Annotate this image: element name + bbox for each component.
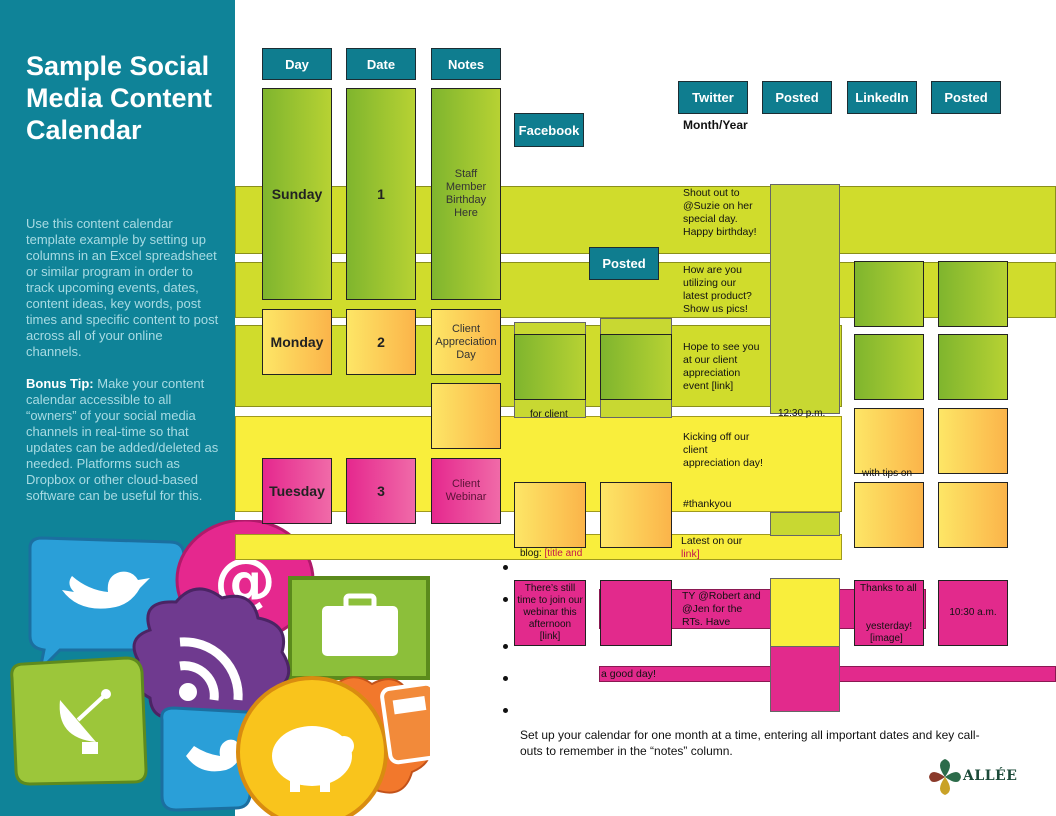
twitter-post-6: TY @Robert and @Jen for the RTs. Have — [682, 590, 761, 628]
day-tuesday: Tuesday — [262, 458, 332, 524]
bullet — [503, 676, 508, 681]
calculator-phone-icon — [380, 681, 430, 765]
twitter-post-4-tag: #thankyou — [683, 498, 732, 510]
facebook-posted-cell-1 — [600, 334, 672, 400]
linkedin-post-2-end: yesterday! — [866, 621, 913, 632]
twitter-posted-column-top — [770, 184, 840, 414]
header-notes: Notes — [431, 48, 501, 80]
bonus-tip-label: Bonus Tip: — [26, 376, 94, 391]
bullet — [503, 644, 508, 649]
twitter-post-5-link[interactable]: link] — [681, 548, 700, 560]
twitter-post-2: How are you utilizing our latest product… — [683, 264, 752, 315]
facebook-post-2: blog: [title and — [520, 548, 582, 560]
bullet — [503, 708, 508, 713]
intro-paragraph: Use this content calendar template examp… — [26, 216, 219, 359]
facebook-cell-3: There’s still time to join our webinar t… — [514, 580, 586, 646]
day-monday: Monday — [262, 309, 332, 375]
header-linkedin: LinkedIn — [847, 81, 917, 114]
twitter-post-6-end: a good day! — [601, 668, 656, 680]
piggy-bank-icon — [236, 676, 388, 816]
month-year-label: Month/Year — [683, 118, 748, 132]
satellite-dish-icon — [10, 656, 148, 786]
linkedin-cell-4 — [854, 482, 924, 548]
header-posted-linkedin: Posted — [931, 81, 1001, 114]
twitter-post-5: Latest on our — [681, 535, 743, 547]
date-3: 3 — [346, 458, 416, 524]
twitter-posted-column-mid — [770, 512, 840, 536]
twitter-post-1: Shout out to @Suzie on her special day. … — [683, 187, 757, 238]
linkedin-cell-2 — [854, 334, 924, 400]
facebook-post-3: There’s still time to join our webinar t… — [517, 583, 583, 630]
facebook-post-2-prefix: blog: — [520, 548, 545, 559]
bonus-tip-paragraph: Bonus Tip: Make your content calendar ac… — [26, 376, 220, 504]
social-icons-collage: @ — [10, 520, 430, 816]
linkedin-posted-cell-4 — [938, 482, 1008, 548]
page-title: Sample Social Media Content Calendar — [26, 51, 212, 145]
header-day: Day — [262, 48, 332, 80]
twitter-posted-column-pink — [770, 646, 840, 712]
note-client-webinar: Client Webinar — [431, 458, 501, 524]
header-posted-twitter: Posted — [762, 81, 832, 114]
note-client-appreciation: Client Appreciation Day — [431, 309, 501, 375]
linkedin-cell-5 — [854, 580, 924, 646]
linkedin-cell-3 — [854, 408, 924, 474]
briefcase-icon — [288, 576, 430, 680]
twitter-posted-column-yellow — [770, 578, 840, 648]
facebook-cell-2 — [514, 482, 586, 548]
linkedin-posted-cell-1 — [938, 261, 1008, 327]
header-date: Date — [346, 48, 416, 80]
facebook-post-1: for client — [530, 409, 568, 420]
note-birthday: Staff Member Birthday Here — [431, 88, 501, 300]
facebook-post-3-link[interactable]: [link] — [539, 631, 561, 642]
twitter-post-3: Hope to see you at our client appreciati… — [683, 341, 760, 392]
linkedin-post-2: Thanks to all — [860, 583, 917, 594]
twitter-post-4: Kicking off our client appreciation day! — [683, 431, 763, 469]
day-sunday: Sunday — [262, 88, 332, 300]
bullet — [503, 597, 508, 602]
facebook-posted-cell-3 — [600, 580, 672, 646]
bullet — [503, 565, 508, 570]
footer-instructions: Set up your calendar for one month at a … — [520, 728, 980, 758]
linkedin-posted-cell-3 — [938, 408, 1008, 474]
facebook-cell-1 — [514, 334, 586, 400]
header-twitter: Twitter — [678, 81, 748, 114]
linkedin-posted-cell-5: 10:30 a.m. — [938, 580, 1008, 646]
facebook-posted-cell-2 — [600, 482, 672, 548]
allee-logo-icon — [929, 759, 961, 795]
logo-text: ALLÉE — [963, 768, 1018, 784]
date-2: 2 — [346, 309, 416, 375]
date-1: 1 — [346, 88, 416, 300]
bird-icon — [160, 706, 258, 812]
time-1: 12:30 p.m. — [778, 408, 826, 419]
linkedin-posted-cell-2 — [938, 334, 1008, 400]
note-empty-cell — [431, 383, 501, 449]
header-posted-facebook: Posted — [589, 247, 659, 280]
facebook-post-2-link[interactable]: [title and — [544, 548, 583, 559]
header-facebook: Facebook — [514, 113, 584, 147]
linkedin-post-1: with tips on — [862, 468, 913, 479]
bonus-tip-text: Make your content calendar accessible to… — [26, 376, 219, 503]
linkedin-cell-1 — [854, 261, 924, 327]
linkedin-post-2-link[interactable]: [image] — [870, 633, 903, 644]
